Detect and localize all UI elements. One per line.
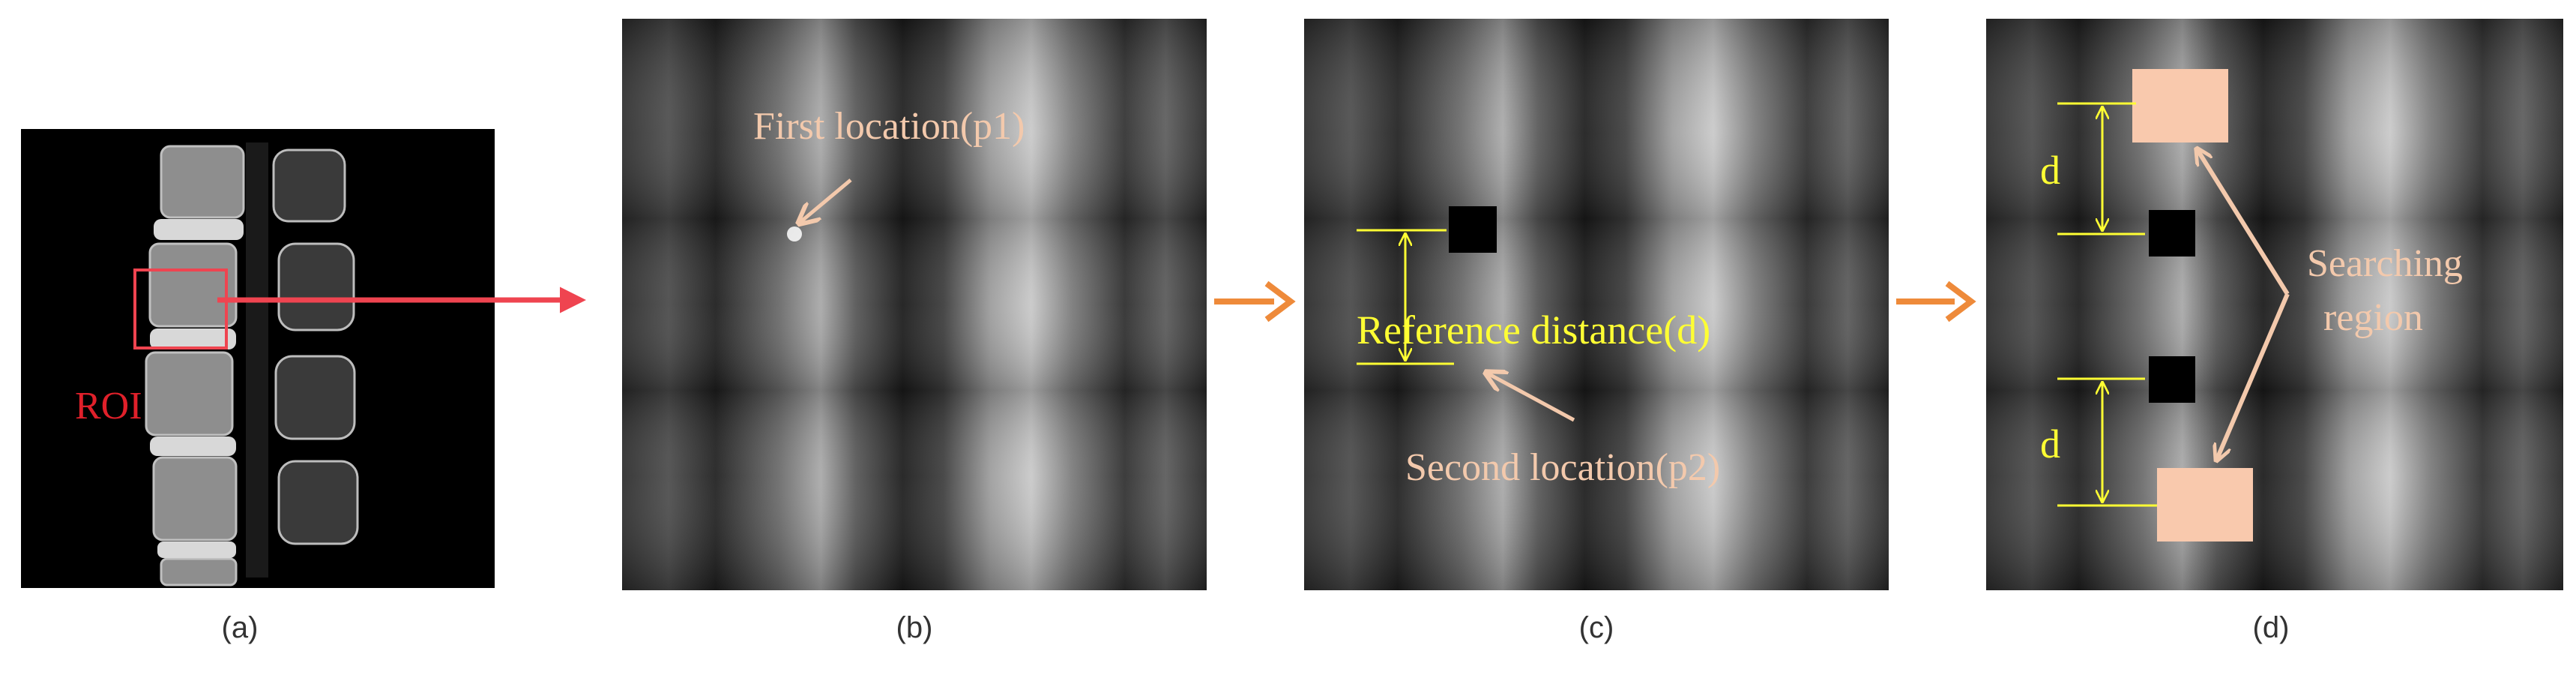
- second-location-label: Second location(p2): [1405, 446, 1720, 489]
- spine-right-column: [272, 148, 359, 545]
- distance-label-top: d: [2040, 148, 2060, 193]
- spinal-canal: [246, 142, 268, 578]
- searching-region-label-line2: region: [2323, 296, 2423, 339]
- b-to-c-arrow: [1214, 280, 1296, 322]
- search-arrow-lower: [2217, 292, 2290, 459]
- p1-marker: [1449, 206, 1497, 253]
- p1-marker-d: [2149, 210, 2195, 256]
- p2-marker-d: [2149, 356, 2195, 403]
- disc-left: [150, 219, 244, 558]
- panel-a: ROI (a): [21, 129, 586, 644]
- search-box-bottom: [2157, 468, 2253, 542]
- reference-distance-label: Reference distance(d): [1357, 308, 1710, 352]
- roi-label: ROI: [75, 385, 142, 428]
- distance-label-bottom: d: [2040, 422, 2060, 466]
- first-location-label: First location(p1): [753, 105, 1025, 148]
- panel-c: Reference distance(d) Second location(p2…: [1304, 19, 1889, 644]
- c-to-d-arrow: [1896, 280, 1976, 322]
- spine-left-column: [145, 145, 245, 586]
- caption-c: (c): [1579, 611, 1614, 644]
- p2-pointer-arrow: [1488, 374, 1575, 422]
- p1-pointer-arrow: [800, 178, 852, 222]
- p1-highlight: [787, 226, 802, 242]
- search-box-top: [2132, 69, 2228, 142]
- caption-a: (a): [222, 611, 259, 644]
- panel-d: d d Searching region (d): [1986, 19, 2563, 644]
- caption-d: (d): [2253, 611, 2290, 644]
- caption-b: (b): [896, 611, 933, 644]
- roi-box: [133, 268, 228, 350]
- searching-region-label-line1: Searching: [2307, 242, 2463, 285]
- search-arrow-upper: [2198, 150, 2290, 296]
- panel-b: First location(p1) (b): [622, 19, 1207, 644]
